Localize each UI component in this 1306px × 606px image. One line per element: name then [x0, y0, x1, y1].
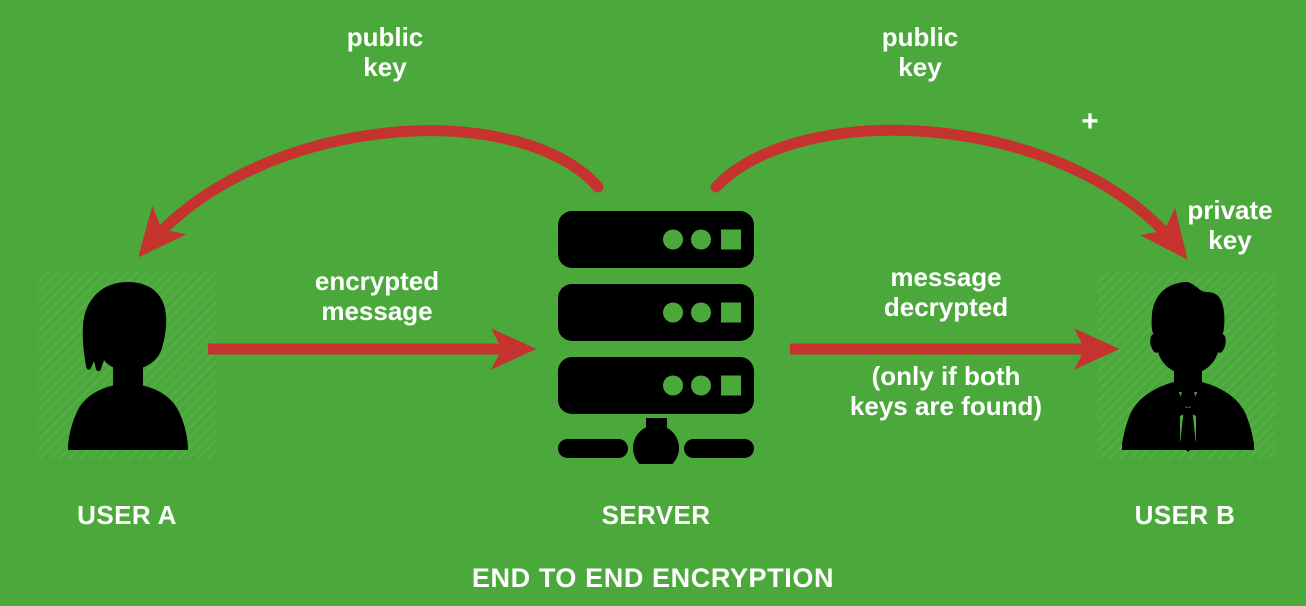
label-plus-sign: +: [1081, 105, 1099, 138]
label-public-key-right: public key: [881, 22, 959, 83]
arrow-server-to-user-b-public-key: [710, 124, 1188, 260]
arrow-server-to-user-a-public-key: [138, 125, 604, 258]
label-public-key-left: public key: [346, 22, 424, 83]
label-message-decrypted: message decrypted: [883, 262, 1009, 323]
node-label-user-a: USER A: [77, 500, 177, 530]
node-label-server: SERVER: [601, 500, 711, 530]
node-label-user-b: USER B: [1134, 500, 1236, 530]
server-rack-icon: [558, 211, 754, 464]
male-user-silhouette-icon: [1122, 282, 1254, 452]
female-user-silhouette-icon: [68, 282, 188, 450]
diagram-title: END TO END ENCRYPTION: [471, 563, 835, 593]
label-decrypt-condition: (only if both keys are found): [849, 361, 1043, 422]
label-private-key: private key: [1187, 195, 1273, 256]
label-encrypted-message: encrypted message: [314, 266, 440, 327]
